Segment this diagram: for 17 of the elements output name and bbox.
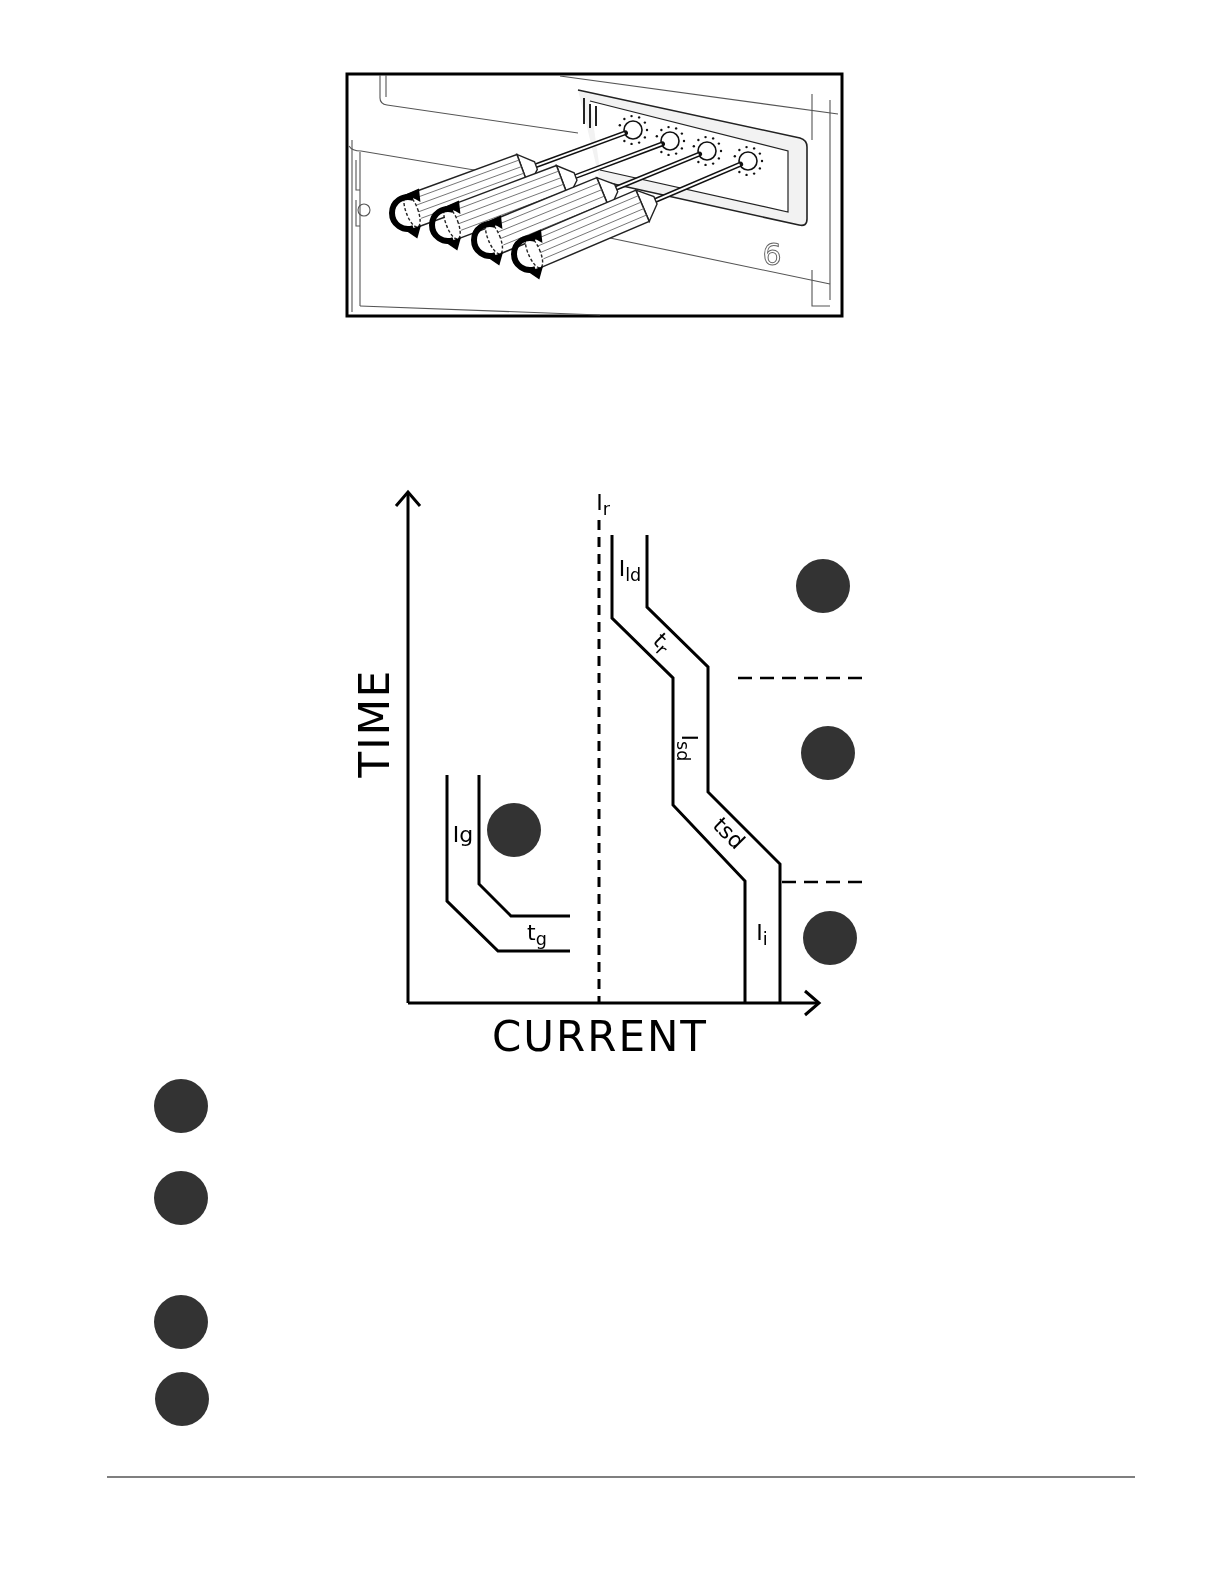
callout-dot-icon	[801, 726, 855, 780]
curve-label: tsd	[706, 811, 751, 857]
curve-label: I$_{i}$	[755, 919, 769, 951]
callout-dot-icon	[487, 803, 541, 857]
callout-dot-icon	[154, 1171, 208, 1225]
curve-label: I$_{r}$	[595, 489, 611, 521]
callout-dot-icon	[155, 1372, 209, 1426]
callout-dot-icon	[803, 911, 857, 965]
callout-dot-icon	[796, 559, 850, 613]
curve-label: I$_{ld}$	[617, 555, 643, 587]
panel-number: 6	[761, 236, 783, 274]
callout-dot-icon	[154, 1079, 208, 1133]
curve-label: t$_{g}$	[526, 919, 548, 951]
callout-dot-icon	[154, 1295, 208, 1349]
axis-title: TIME	[349, 667, 400, 779]
curve-label: Ig	[451, 821, 475, 850]
axis-title: CURRENT	[491, 1011, 709, 1063]
